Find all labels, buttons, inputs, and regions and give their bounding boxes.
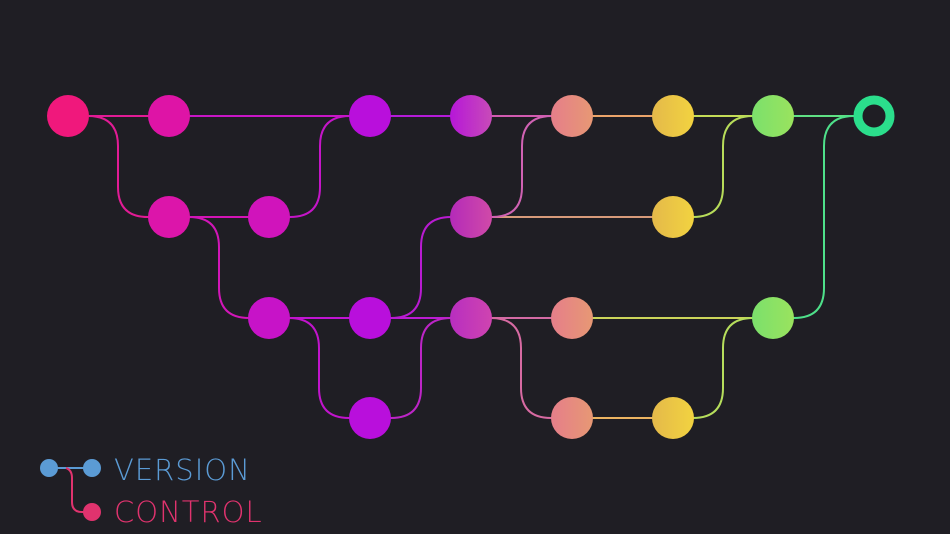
icon-dot [83, 503, 101, 521]
logo-line-version: VERSION [114, 453, 251, 487]
commit-node [450, 297, 492, 339]
logo-line-control: CONTROL [114, 495, 263, 529]
branch-edge [773, 115, 874, 319]
commit-node [450, 196, 492, 238]
commit-node [349, 397, 391, 439]
branch-icon [40, 459, 101, 521]
branch-edge [370, 317, 471, 419]
commit-node [450, 95, 492, 137]
icon-dot [83, 459, 101, 477]
commit-node [248, 196, 290, 238]
commit-node [349, 297, 391, 339]
commit-node [47, 95, 89, 137]
branch-edge [471, 317, 572, 419]
branch-edge [471, 115, 572, 218]
branch-edge [269, 317, 370, 419]
commit-node [148, 95, 190, 137]
commit-node [248, 297, 290, 339]
icon-dot [40, 459, 58, 477]
branch-edge [370, 216, 471, 319]
commit-node [551, 297, 593, 339]
commit-node [752, 297, 794, 339]
head-commit-node [853, 95, 895, 137]
branch-edge [269, 115, 370, 218]
commit-node [551, 397, 593, 439]
commit-node [652, 196, 694, 238]
commit-node [652, 397, 694, 439]
commit-node [551, 95, 593, 137]
icon-branch-line [65, 467, 92, 513]
commit-node [148, 196, 190, 238]
commit-node [752, 95, 794, 137]
commit-node [349, 95, 391, 137]
commit-node [652, 95, 694, 137]
branch-edge [673, 317, 773, 419]
branch-edge [169, 216, 269, 319]
branch-edge [673, 115, 773, 218]
branch-edge [68, 115, 169, 218]
